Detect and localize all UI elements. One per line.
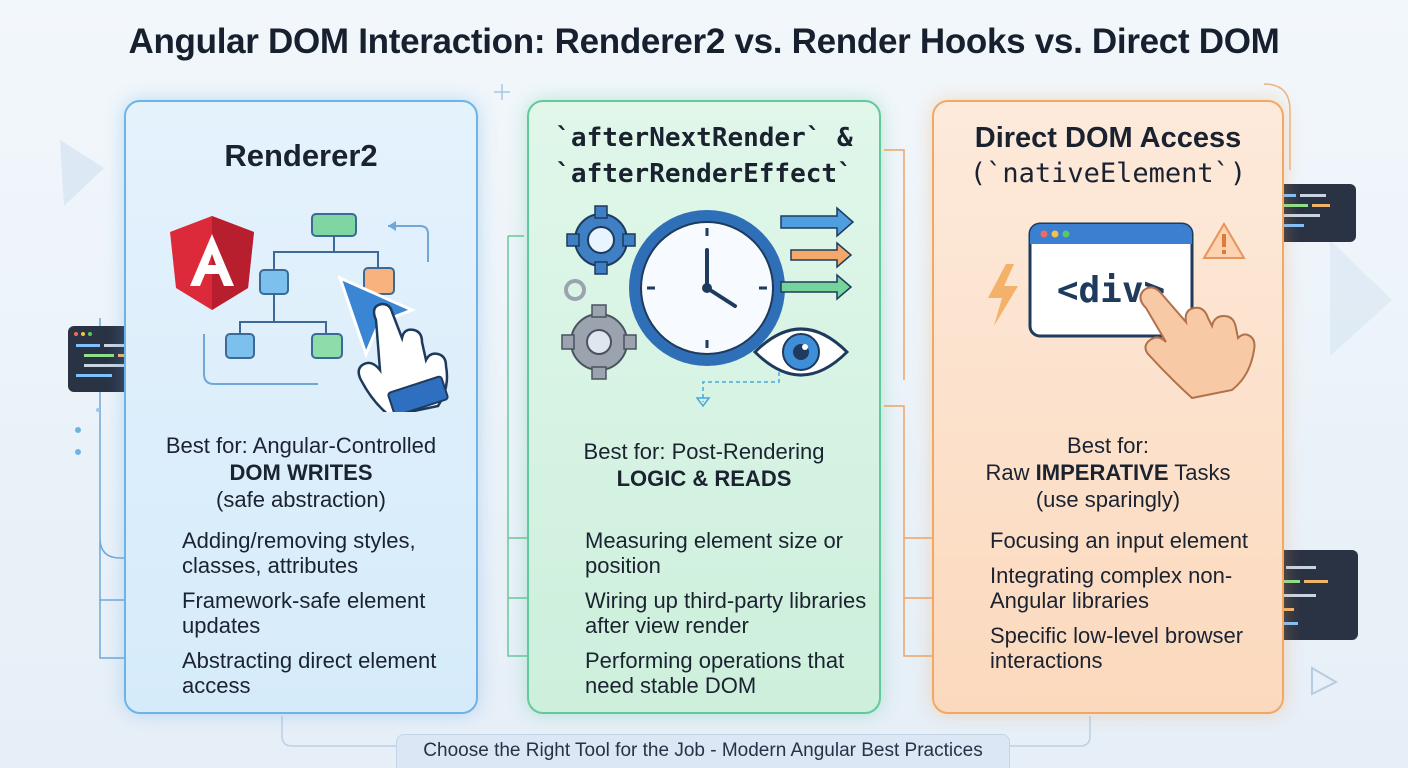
best-for: Best for: Post-Rendering LOGIC & READS [529, 438, 879, 492]
warning-icon [1202, 222, 1246, 259]
direct-dom-illustration: <div> [988, 222, 1256, 400]
bullet-item: Focusing an input element [990, 528, 1249, 553]
tree-diagram-icon [239, 232, 379, 352]
best-for: Best for: Raw IMPERATIVE Tasks (use spar… [934, 432, 1282, 513]
best-for-emphasis: DOM WRITES [229, 460, 373, 485]
render-hooks-card: `afterNextRender` & `afterRenderEffect` [527, 100, 881, 714]
bullet-item: Measuring element size or position [585, 528, 844, 578]
best-for: Best for: Angular-Controlled DOM WRITES … [126, 432, 476, 513]
flow-arrow-icon [203, 334, 318, 385]
flow-arrow-icon [388, 225, 429, 262]
renderer2-card: Renderer2 Best for: Angular-Controlled D… [124, 100, 478, 714]
bullet-item: Framework-safe element updates [182, 588, 426, 638]
tree-node-icon [311, 213, 357, 237]
eye-icon [752, 327, 850, 377]
angular-logo-icon [170, 216, 254, 310]
bullet-item: Adding/removing styles, classes, attribu… [182, 528, 416, 578]
card-title: Renderer2 [224, 138, 378, 173]
arrow-icon [780, 206, 855, 301]
page-title: Angular DOM Interaction: Renderer2 vs. R… [128, 22, 1280, 61]
footer-banner: Choose the Right Tool for the Job - Mode… [396, 734, 1010, 768]
bullet-list: Adding/removing styles, classes, attribu… [182, 528, 468, 708]
card-title-line-2: (`nativeElement`) [969, 158, 1247, 189]
direct-dom-card: Direct DOM Access (`nativeElement`) <div… [932, 100, 1284, 714]
card-title-line-1: Direct DOM Access [974, 122, 1242, 154]
gear-icon [561, 304, 637, 380]
renderer2-illustration [170, 213, 449, 412]
best-for-line: Best for: [1067, 433, 1149, 458]
bullet-item: Wiring up third-party libraries after vi… [585, 588, 867, 638]
tree-node-icon [259, 269, 289, 295]
best-for-emphasis: Raw IMPERATIVE Tasks [985, 460, 1231, 485]
tree-node-icon [311, 333, 343, 359]
card-title-line-2: `afterRenderEffect` [555, 159, 853, 189]
bullet-list: Focusing an input element Integrating co… [990, 528, 1274, 683]
render-hooks-illustration [561, 205, 855, 408]
best-for-line: Best for: Angular-Controlled [165, 433, 437, 458]
pointer-hand-icon [1139, 286, 1256, 400]
best-for-emphasis: LOGIC & READS [616, 466, 792, 491]
bullet-item: Performing operations that need stable D… [585, 648, 845, 698]
card-title-line-1: `afterNextRender` & [555, 123, 853, 153]
pointer-hand-icon [337, 275, 449, 412]
gear-icon [564, 279, 586, 301]
bullet-list: Measuring element size or position Wirin… [585, 528, 871, 708]
code-snippet-icon-right-top [1270, 184, 1356, 242]
bullet-item: Abstracting direct element access [182, 648, 437, 698]
flow-arrow-icon [702, 372, 780, 402]
best-for-line: (safe abstraction) [216, 487, 386, 512]
gear-icon [566, 205, 636, 275]
lightning-icon [988, 264, 1018, 326]
bullet-item: Integrating complex non-Angular librarie… [990, 563, 1233, 613]
tree-node-icon [225, 333, 255, 359]
bullet-item: Specific low-level browser interactions [990, 623, 1244, 673]
best-for-line: Best for: Post-Rendering [583, 439, 825, 464]
best-for-line: (use sparingly) [1035, 487, 1181, 512]
clock-icon [629, 210, 785, 366]
